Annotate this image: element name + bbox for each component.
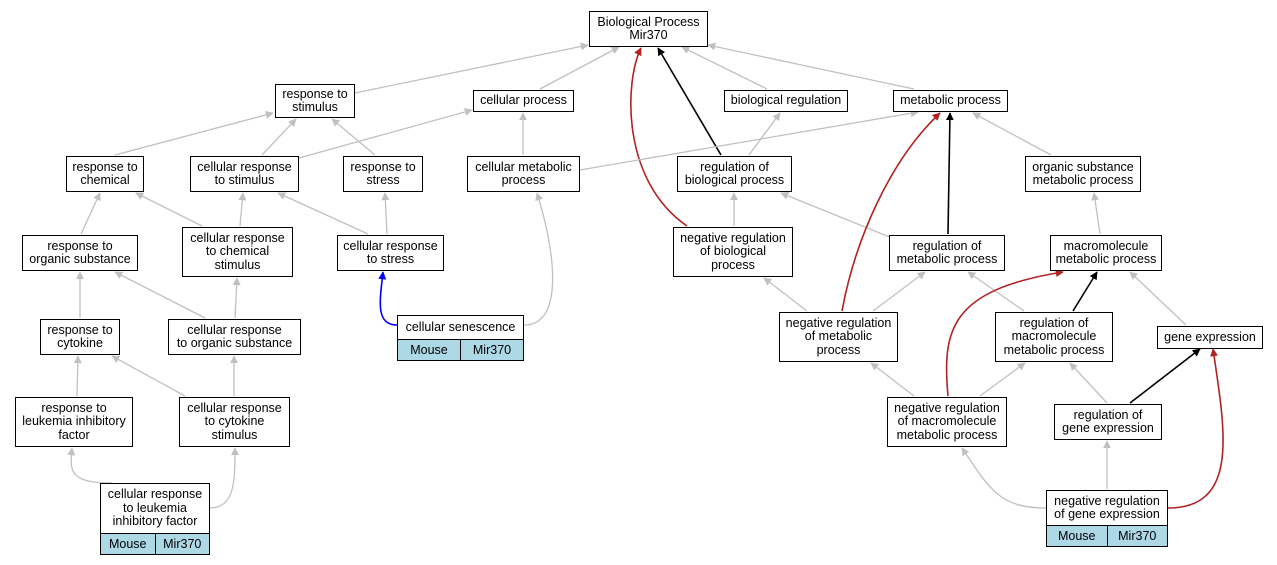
- edge-neg-reg-met-to-reg-met: [872, 271, 926, 312]
- edge-neg-reg-macro-to-macro-met: [945, 269, 1064, 397]
- node-cellular-process[interactable]: cellular process: [473, 90, 574, 112]
- edge-cell-resp-lif-to-cell-resp-cytokine: [209, 447, 239, 509]
- lif-annotation: Mouse Mir370: [100, 533, 210, 555]
- edge-cell-resp-cytokine-to-resp-cytokine: [111, 355, 186, 397]
- annotation-species: Mouse: [1057, 529, 1096, 543]
- edge-reg-met-to-met-proc: [945, 112, 954, 235]
- edge-reg-macro-to-macro-met: [1072, 271, 1098, 312]
- edge-met-proc-to-bp: [707, 42, 915, 90]
- node-response-to-cytokine[interactable]: response to cytokine: [40, 319, 120, 355]
- edge-neg-reg-gene-to-gene-expr: [1167, 348, 1224, 509]
- node-regulation-of-macromolecule-metabolic-process[interactable]: regulation of macromolecule metabolic pr…: [995, 312, 1113, 362]
- edge-resp-chem-to-resp-stim: [114, 110, 274, 156]
- edge-neg-reg-met-to-neg-reg-bio: [763, 277, 808, 312]
- node-response-to-leukemia-inhibitory-factor[interactable]: response to leukemia inhibitory factor: [15, 397, 133, 447]
- node-negative-regulation-of-gene-expression[interactable]: negative regulation of gene expression: [1046, 490, 1168, 526]
- node-regulation-of-metabolic-process[interactable]: regulation of metabolic process: [889, 235, 1005, 271]
- annotation-gene: Mir370: [460, 340, 523, 360]
- edge-cell-met-to-met-proc: [579, 109, 919, 171]
- annotation-gene: Mir370: [154, 534, 210, 554]
- edge-neg-reg-gene-to-neg-reg-macro: [961, 447, 1047, 509]
- edge-bio-reg-to-bp: [681, 46, 768, 90]
- node-response-to-stimulus[interactable]: response to stimulus: [275, 84, 355, 118]
- edge-resp-stress-to-resp-stim: [331, 118, 376, 156]
- edge-neg-reg-bio-to-bp: [630, 47, 688, 227]
- edge-reg-met-to-reg-bio: [780, 191, 893, 239]
- node-cellular-metabolic-process[interactable]: cellular metabolic process: [467, 156, 580, 192]
- node-biological-regulation[interactable]: biological regulation: [724, 90, 848, 112]
- node-gene-expression[interactable]: gene expression: [1157, 326, 1263, 349]
- edge-reg-bio-to-bio-reg: [748, 112, 781, 156]
- annotation-gene: Mir370: [1106, 526, 1168, 546]
- edge-resp-lif-to-resp-cytokine: [73, 355, 82, 397]
- edge-cell-resp-lif-to-resp-lif: [67, 447, 113, 484]
- node-cellular-response-to-chemical-stimulus[interactable]: cellular response to chemical stimulus: [182, 227, 293, 277]
- gene-expression-annotation: Mouse Mir370: [1046, 525, 1168, 547]
- edge-cell-resp-stim-to-cell-proc: [298, 108, 473, 159]
- edge-gene-expr-to-macro-met: [1129, 271, 1187, 326]
- node-response-to-stress[interactable]: response to stress: [343, 156, 423, 192]
- edge-senescence-to-cell-resp-stress: [378, 271, 398, 326]
- edge-org-sub-to-met-proc: [972, 112, 1052, 156]
- annotation-species: Mouse: [410, 343, 448, 357]
- edge-reg-macro-to-reg-met: [967, 271, 1025, 312]
- edge-neg-reg-macro-to-neg-reg-met: [870, 362, 915, 397]
- node-biological-process[interactable]: Biological Process Mir370: [589, 11, 708, 47]
- node-cellular-response-to-stress[interactable]: cellular response to stress: [337, 235, 444, 271]
- edge-cell-proc-to-bp: [539, 46, 620, 90]
- node-response-to-chemical[interactable]: response to chemical: [66, 156, 144, 192]
- node-regulation-of-gene-expression[interactable]: regulation of gene expression: [1054, 404, 1162, 440]
- edge-cell-resp-org-sub-to-resp-org-sub: [114, 271, 206, 319]
- edge-reg-bio-to-bp: [657, 47, 722, 156]
- edge-cell-resp-chem-to-resp-chem: [135, 192, 203, 227]
- node-macromolecule-metabolic-process[interactable]: macromolecule metabolic process: [1050, 235, 1162, 271]
- annotation-species: Mouse: [108, 537, 147, 551]
- edge-neg-reg-macro-to-reg-macro: [979, 362, 1026, 397]
- node-negative-regulation-of-macromolecule-metabolic-process[interactable]: negative regulation of macromolecule met…: [887, 397, 1007, 447]
- edge-cell-resp-stress-to-cell-resp-stim: [277, 192, 369, 235]
- edge-reg-gene-to-gene-expr: [1129, 348, 1201, 404]
- node-cellular-response-to-organic-substance[interactable]: cellular response to organic substance: [168, 319, 301, 355]
- node-organic-substance-metabolic-process[interactable]: organic substance metabolic process: [1025, 156, 1141, 192]
- node-negative-regulation-of-biological-process[interactable]: negative regulation of biological proces…: [673, 227, 793, 277]
- edge-macro-met-to-org-sub: [1091, 192, 1101, 235]
- node-cellular-response-to-cytokine-stimulus[interactable]: cellular response to cytokine stimulus: [179, 397, 290, 447]
- node-metabolic-process[interactable]: metabolic process: [893, 90, 1008, 112]
- edge-neg-reg-met-to-met-proc: [841, 112, 941, 312]
- edge-cell-resp-stim-to-resp-stim: [261, 118, 297, 156]
- edge-cell-resp-stress-to-resp-stress: [381, 192, 390, 235]
- node-cellular-response-to-leukemia-inhibitory-factor[interactable]: cellular response to leukemia inhibitory…: [100, 483, 210, 534]
- node-response-to-organic-substance[interactable]: response to organic substance: [22, 235, 138, 271]
- edge-cell-resp-org-sub-to-cell-resp-chem: [232, 277, 241, 319]
- node-negative-regulation-of-metabolic-process[interactable]: negative regulation of metabolic process: [779, 312, 898, 362]
- edge-senescence-to-cell-met: [523, 192, 554, 326]
- senescence-annotation: Mouse Mir370: [397, 339, 524, 361]
- edge-resp-org-sub-to-resp-chem: [80, 192, 101, 235]
- node-cellular-senescence[interactable]: cellular senescence: [397, 315, 524, 340]
- node-regulation-of-biological-process[interactable]: regulation of biological process: [677, 156, 792, 192]
- edge-reg-gene-to-reg-macro: [1069, 362, 1108, 404]
- node-cellular-response-to-stimulus[interactable]: cellular response to stimulus: [190, 156, 299, 192]
- edge-resp-stim-to-bp: [354, 42, 589, 94]
- edge-cell-resp-chem-to-cell-resp-stim: [238, 192, 247, 227]
